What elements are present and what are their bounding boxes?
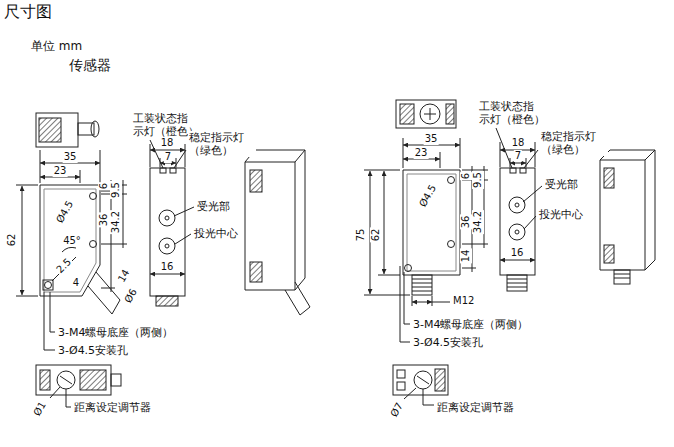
thread-label: M12 [452,295,475,307]
dimension-label: Ø4.5 [53,198,76,226]
unit-note: 单位 mm [30,39,83,53]
callout-label: 投光中心 [193,227,239,240]
dimension-label: 18 [511,137,526,149]
callout-label: 距离设定调节器 [73,401,152,414]
dimension-label: 4 [72,277,80,289]
dimension-label: 6 [460,172,472,180]
dimension-label: 2.5 [53,255,74,276]
dimension-label: 23 [53,165,68,177]
dimension-label: 16 [510,247,525,259]
dimension-label: 7 [164,151,172,163]
dimension-label: Ø6 [122,286,141,306]
dimension-label: 23 [414,147,429,159]
dimension-label: 62 [6,233,18,248]
callout-label: 受光部 [196,200,231,213]
dimension-label: 35 [424,133,439,145]
dimension-label: 9.5 [472,171,484,189]
drawing-title: 尺寸图 [4,2,52,21]
callout-label: 3-Ø4.5安装孔 [57,344,129,357]
dimension-label: 18 [160,137,175,149]
dimension-label: 6 [98,182,110,190]
callout-label: 工装状态指 示灯（橙色） [478,100,557,126]
dimension-label: Ø4.5 [416,182,439,210]
dimension-label: 36 [460,215,472,230]
dimension-label: 36 [98,213,110,228]
dimension-label: 45° [62,235,82,247]
dimension-label: 62 [370,228,382,243]
callout-label: 投光中心 [538,208,584,221]
callout-label: 稳定指示灯 （绿色） [188,131,256,157]
dimension-label: Ø1 [31,399,50,419]
subject-heading: 传感器 [68,57,112,74]
callout-label: 3-M4螺母底座（两侧） [412,318,529,331]
dimension-label: 34.2 [110,210,122,234]
dimension-label: 35 [63,151,78,163]
callout-label: 受光部 [544,178,579,191]
dimension-label: Ø7 [388,400,407,420]
dimension-label: 14 [460,249,472,264]
dimension-label: 75 [355,228,367,243]
dimension-label: 14 [115,267,133,286]
callout-label: 距离设定调节器 [436,401,515,414]
dimension-label: 34.2 [472,210,484,234]
callout-label: 稳定指示灯 （绿色） [540,130,608,156]
callout-label: 3-Ø4.5安装孔 [412,336,484,349]
dimension-label: 7 [514,150,522,162]
callout-label: 3-M4螺母底座（两侧） [57,326,174,339]
dimension-label: 9.5 [110,181,122,199]
dimension-label: 16 [160,261,175,273]
